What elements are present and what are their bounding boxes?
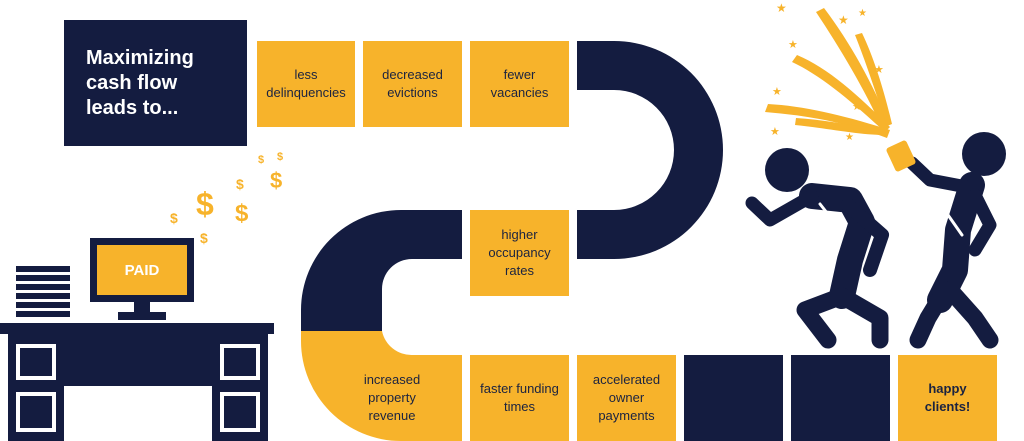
step-fewer-vacancies: fewer vacancies: [470, 41, 569, 127]
dollar-icon: $: [236, 176, 244, 192]
step-less-delinquencies: less delinquencies: [257, 41, 355, 127]
step-decreased-evictions: decreased evictions: [363, 41, 462, 127]
dollar-icon: $: [196, 186, 214, 222]
svg-text:★: ★: [858, 8, 867, 19]
upper-curve: [577, 41, 723, 259]
title-box: Maximizing cash flow leads to...: [64, 20, 247, 146]
dollar-icon: $: [200, 230, 208, 246]
diagram-title: Maximizing cash flow leads to...: [86, 46, 194, 119]
revenue-curve: [301, 331, 462, 441]
step-label: faster funding times: [480, 381, 559, 414]
step-happy-clients: happy clients!: [898, 355, 997, 441]
step-higher-occupancy-rates: higher occupancy rates: [470, 210, 569, 296]
monitor-icon: [90, 238, 194, 320]
svg-text:★: ★: [788, 39, 798, 51]
desk-illustration: [0, 323, 274, 441]
svg-text:★: ★: [776, 1, 787, 15]
step-label: happy clients!: [924, 381, 971, 414]
svg-text:★: ★: [874, 64, 884, 76]
step-accelerated-owner-payments: accelerated owner payments: [577, 355, 676, 441]
person-right-icon: [905, 132, 1006, 349]
svg-text:★: ★: [772, 86, 782, 98]
step-increased-property-revenue: increased property revenue: [338, 355, 446, 441]
step-label: higher occupancy rates: [488, 227, 551, 278]
svg-text:★: ★: [852, 101, 862, 113]
bottle-icon: [886, 140, 916, 172]
lower-curve: [301, 210, 462, 331]
step-label: less delinquencies: [266, 67, 346, 100]
confetti-spray: [765, 8, 892, 138]
dollar-icon: $: [258, 154, 265, 166]
svg-text:★: ★: [770, 126, 780, 138]
svg-text:★: ★: [845, 132, 854, 143]
star-icons: ★ ★ ★ ★ ★ ★ ★ ★ ★: [770, 1, 884, 143]
bottom-tile-navy-1: [684, 355, 783, 441]
bottom-tile-navy-2: [791, 355, 890, 441]
dollar-icon: $: [277, 151, 284, 163]
monitor-paid-label: PAID: [124, 261, 160, 279]
paper-stack-icon: [16, 266, 70, 317]
step-label: increased property revenue: [363, 372, 421, 423]
step-faster-funding-times: faster funding times: [470, 355, 569, 441]
dollar-icon: $: [235, 200, 249, 227]
person-left-icon: [745, 148, 889, 349]
dollar-icon: $: [270, 168, 283, 193]
svg-text:★: ★: [838, 13, 849, 27]
step-label: accelerated owner payments: [592, 372, 661, 423]
dollar-icon: $: [170, 210, 178, 226]
step-label: fewer vacancies: [490, 67, 549, 100]
step-label: decreased evictions: [382, 67, 443, 100]
